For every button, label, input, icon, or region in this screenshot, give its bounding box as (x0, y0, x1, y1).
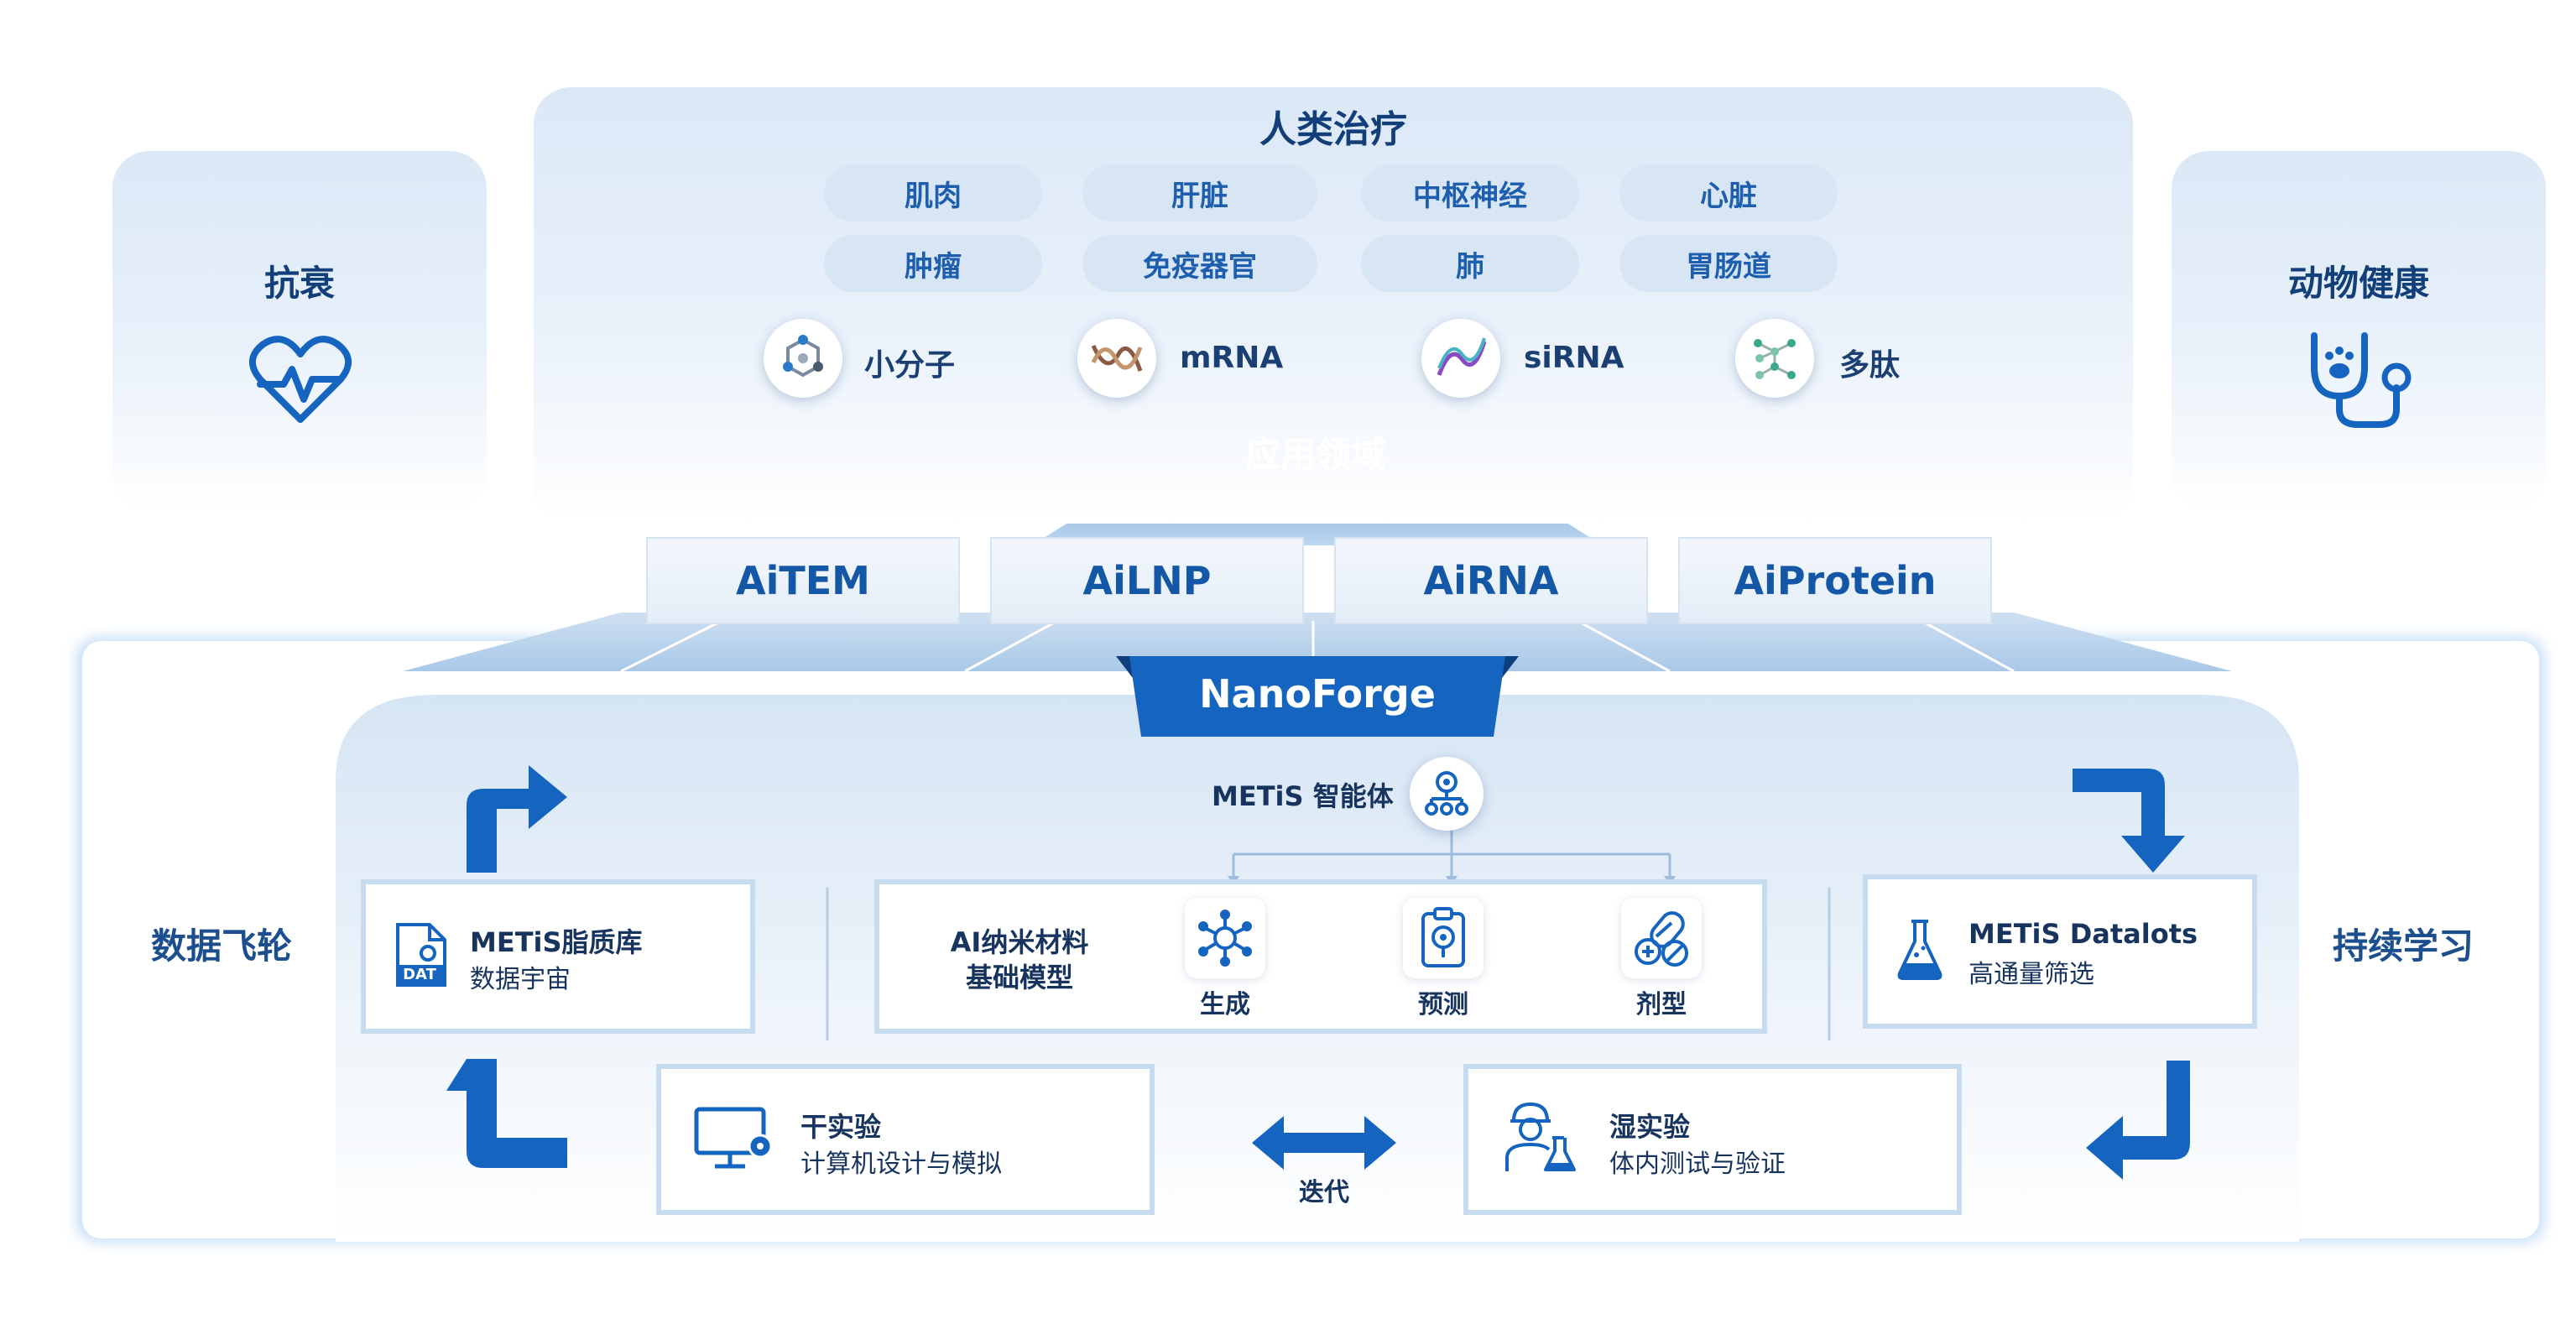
application-domain-label: 应用领域 (1244, 434, 1386, 475)
peptide-icon (1735, 319, 1814, 398)
animal-health-label: 动物健康 (2287, 263, 2429, 304)
animal-health-panel (2172, 151, 2546, 512)
platform-aiprotein: AiProtein (1678, 537, 1992, 624)
anti-aging-label: 抗衰 (263, 263, 335, 304)
generate-label: 生成 (1200, 990, 1250, 1019)
modality-mrna: mRNA (1180, 341, 1284, 375)
foundation-title-line2: 基础模型 (965, 962, 1073, 993)
lipid-library-subtitle: 数据宇宙 (470, 965, 571, 994)
pill-cns: 中枢神经 (1361, 164, 1579, 222)
data-flywheel-label: 数据飞轮 (151, 925, 293, 967)
platform-airna: AiRNA (1334, 537, 1648, 624)
wet-lab-title: 湿实验 (1609, 1111, 1691, 1143)
pill-gi-tract: 胃肠道 (1619, 235, 1838, 292)
dry-lab-subtitle: 计算机设计与模拟 (800, 1150, 1002, 1179)
pill-muscle: 肌肉 (824, 164, 1042, 222)
formulation-icon (1621, 898, 1702, 978)
datalots-card (1863, 874, 2257, 1029)
modality-sirna: siRNA (1524, 341, 1624, 375)
pill-heart: 心脏 (1619, 164, 1838, 222)
pill-immune-organ: 免疫器官 (1082, 235, 1317, 292)
dry-lab-title: 干实验 (800, 1111, 882, 1143)
dat-icon-text: DAT (403, 966, 436, 983)
nanoforge-banner (1129, 656, 1505, 737)
formulation-label: 剂型 (1636, 990, 1687, 1019)
foundation-title-line1: AI纳米材料 (950, 926, 1089, 958)
modality-peptide: 多肽 (1839, 348, 1901, 383)
computer-icon (693, 1106, 774, 1176)
small-molecule-icon (764, 319, 842, 398)
human-therapy-title: 人类治疗 (1259, 108, 1407, 151)
scientist-icon (1502, 1099, 1579, 1178)
flywheel-arrows (446, 765, 2190, 1180)
predict-label: 预测 (1418, 990, 1468, 1019)
modality-small-molecule: 小分子 (864, 348, 956, 383)
predict-icon (1403, 898, 1484, 978)
platform-ailnp: AiLNP (990, 537, 1304, 624)
wet-lab-card (1463, 1064, 1962, 1215)
pet-stethoscope-icon (2306, 329, 2415, 433)
datalots-title: METiS Datalots (1969, 918, 2198, 950)
nanoforge-title: NanoForge (1199, 671, 1436, 717)
metis-agent-label: METiS 智能体 (1212, 780, 1394, 812)
generate-icon (1185, 898, 1265, 978)
iterate-label: 迭代 (1299, 1178, 1349, 1207)
continuous-learning-label: 持续学习 (2333, 925, 2474, 967)
sirna-icon (1421, 319, 1500, 398)
lipid-library-title: METiS脂质库 (470, 926, 643, 958)
dry-lab-card (656, 1064, 1155, 1215)
human-therapy-panel (534, 87, 2133, 524)
foundation-model-card (874, 879, 1767, 1034)
platform-trapezoid (403, 613, 2232, 671)
data-file-icon (394, 921, 450, 992)
platform-aitem: AiTEM (646, 537, 960, 624)
mrna-icon (1077, 319, 1156, 398)
pill-lung: 肺 (1361, 235, 1579, 292)
wet-lab-subtitle: 体内测试与验证 (1609, 1150, 1786, 1179)
datalots-subtitle: 高通量筛选 (1969, 960, 2094, 989)
pill-liver: 肝脏 (1082, 164, 1317, 222)
agent-network-icon (1410, 757, 1484, 831)
anti-aging-panel (112, 151, 487, 512)
heart-pulse-icon (248, 336, 352, 431)
flask-icon (1895, 918, 1945, 985)
pill-tumor: 肿瘤 (824, 235, 1042, 292)
